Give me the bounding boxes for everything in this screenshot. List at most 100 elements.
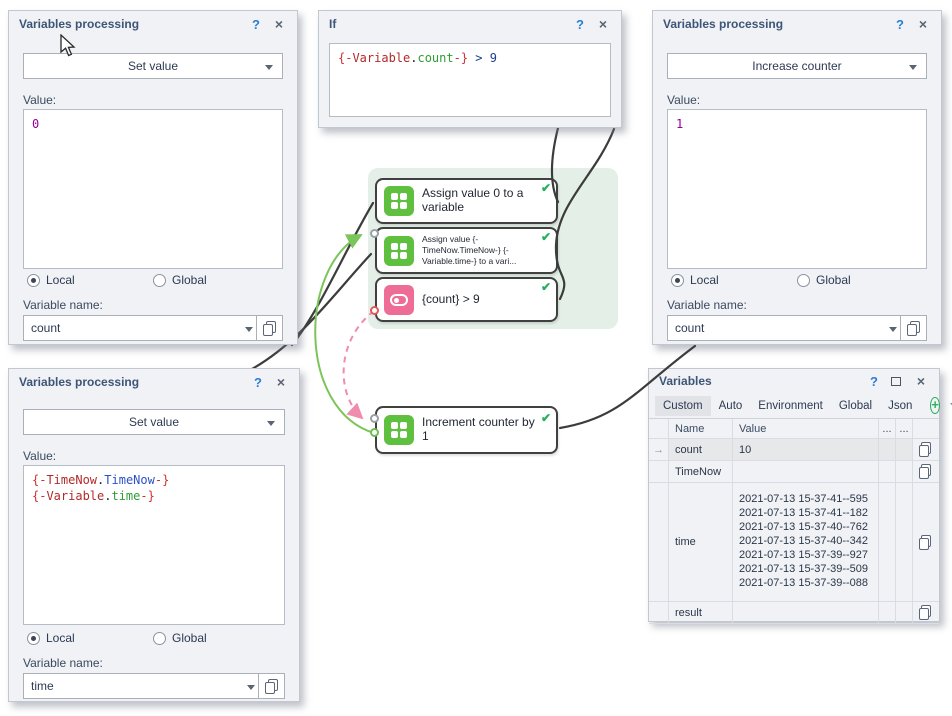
cell-dots[interactable] [896, 439, 913, 460]
current-row-arrow-icon: → [649, 439, 669, 460]
table-row-time[interactable]: time 2021-07-13 15-37-41--595 2021-07-13… [649, 483, 939, 602]
radio-local[interactable]: Local [27, 631, 75, 645]
panel-title: Variables processing [19, 17, 140, 31]
input-port-node2[interactable] [370, 229, 379, 238]
col-name[interactable]: Name [669, 419, 733, 438]
copy-variable-button[interactable] [900, 315, 927, 341]
value-text: 1 [676, 117, 684, 131]
copy-variable-button[interactable] [258, 673, 285, 699]
variable-name-combo[interactable]: count [667, 315, 907, 341]
col-dots1[interactable]: ... [879, 419, 896, 438]
table-row-result[interactable]: result [649, 602, 939, 624]
panel-header[interactable]: Variables ? × [649, 369, 939, 393]
macro-namespace: TimeNow [46, 473, 98, 487]
radio-local[interactable]: Local [671, 273, 719, 287]
node-if-count[interactable]: {count} > 9 ✔ [375, 277, 558, 322]
table-row-timenow[interactable]: TimeNow [649, 461, 939, 483]
radio-label: Global [816, 273, 851, 287]
input-port-node4[interactable] [370, 414, 379, 423]
timestamp-line: 2021-07-13 15-37-41--595 [739, 493, 869, 506]
tab-json[interactable]: Json [888, 399, 913, 412]
cell-dots[interactable] [896, 461, 913, 482]
copy-row-button[interactable] [913, 439, 937, 460]
false-output-port-node3[interactable] [370, 306, 379, 315]
action-dropdown[interactable]: Increase counter [667, 53, 927, 79]
more-options-icon[interactable] [950, 403, 952, 408]
col-dots2[interactable]: ... [896, 419, 913, 438]
timestamp-line: 2021-07-13 15-37-39--927 [739, 548, 869, 561]
output-port-node4[interactable] [370, 428, 379, 437]
cell-dots[interactable] [896, 602, 913, 623]
chevron-down-icon [909, 65, 917, 70]
copy-row-button[interactable] [913, 461, 937, 482]
cell-dots[interactable] [879, 483, 896, 601]
radio-global[interactable]: Global [153, 273, 207, 287]
col-value[interactable]: Value [733, 419, 879, 438]
value-editor[interactable]: 1 [667, 109, 927, 269]
condition-rest: > 9 [468, 51, 497, 65]
combo-value: count [31, 321, 61, 335]
close-icon[interactable]: × [598, 16, 608, 32]
var-name: result [669, 602, 733, 623]
radio-label: Global [172, 273, 207, 287]
add-variable-button[interactable]: + [930, 397, 940, 414]
cell-dots[interactable] [896, 483, 913, 601]
action-dropdown[interactable]: Set value [23, 409, 285, 435]
maximize-icon[interactable] [891, 376, 901, 386]
variables-tab-bar: Custom Auto Environment Global Json + [649, 393, 952, 419]
close-icon[interactable]: × [918, 16, 928, 32]
copy-variable-button[interactable] [256, 315, 283, 341]
help-icon[interactable]: ? [576, 16, 584, 32]
row-gutter [649, 461, 669, 482]
variable-name-combo[interactable]: time [23, 673, 265, 699]
node-increment-counter[interactable]: Increment counter by 1 ✔ [375, 406, 558, 454]
action-dropdown[interactable]: Set value [23, 53, 283, 79]
cell-dots[interactable] [879, 602, 896, 623]
close-icon[interactable]: × [274, 16, 284, 32]
radio-local[interactable]: Local [27, 273, 75, 287]
tab-custom[interactable]: Custom [655, 395, 711, 416]
var-name: TimeNow [669, 461, 733, 482]
radio-label: Global [172, 631, 207, 645]
var-value [733, 461, 879, 482]
radio-global[interactable]: Global [797, 273, 851, 287]
help-icon[interactable]: ? [896, 16, 904, 32]
timestamp-line: 2021-07-13 15-37-41--182 [739, 507, 869, 520]
value-editor[interactable]: 0 [23, 109, 283, 269]
cell-dots[interactable] [879, 461, 896, 482]
success-check-icon: ✔ [540, 181, 551, 195]
tab-global[interactable]: Global [838, 399, 873, 412]
panel-header[interactable]: Variables processing ? × [9, 11, 297, 37]
variable-name-combo[interactable]: count [23, 315, 263, 341]
cell-dots[interactable] [879, 439, 896, 460]
help-icon[interactable]: ? [870, 373, 878, 389]
condition-editor[interactable]: {-Variable.count-} > 9 [329, 43, 611, 117]
help-icon[interactable]: ? [254, 374, 262, 390]
macro-namespace: Variable [46, 489, 105, 504]
copy-row-button[interactable] [913, 602, 937, 623]
panel-header[interactable]: If ? × [319, 11, 621, 37]
var-name: count [669, 439, 733, 460]
copy-row-button[interactable] [913, 483, 937, 601]
node-assign-zero[interactable]: Assign value 0 to a variable ✔ [375, 178, 558, 224]
radio-global[interactable]: Global [153, 631, 207, 645]
tab-environment[interactable]: Environment [758, 399, 823, 412]
panel-header[interactable]: Variables processing ? × [9, 369, 299, 395]
node-label: {count} > 9 [422, 291, 480, 306]
copy-icon [919, 464, 931, 479]
radio-dot [797, 273, 810, 287]
help-icon[interactable]: ? [252, 16, 260, 32]
panel-header[interactable]: Variables processing ? × [653, 11, 941, 37]
panel-set-time: Variables processing ? × Set value Value… [8, 368, 300, 702]
close-icon[interactable]: × [916, 373, 926, 389]
panel-increase-counter: Variables processing ? × Increase counte… [652, 10, 942, 345]
close-icon[interactable]: × [276, 374, 286, 390]
tab-auto[interactable]: Auto [718, 399, 743, 412]
gutter-header [649, 419, 669, 438]
macro-dot: . [104, 489, 112, 504]
table-row-count[interactable]: → count 10 [649, 439, 939, 461]
node-assign-time[interactable]: Assign value {-TimeNow.TimeNow-} {-Varia… [375, 227, 558, 274]
value-editor[interactable]: {-TimeNow.TimeNow-} {-Variable.time-} [23, 465, 285, 625]
variables-action-icon [384, 235, 414, 266]
